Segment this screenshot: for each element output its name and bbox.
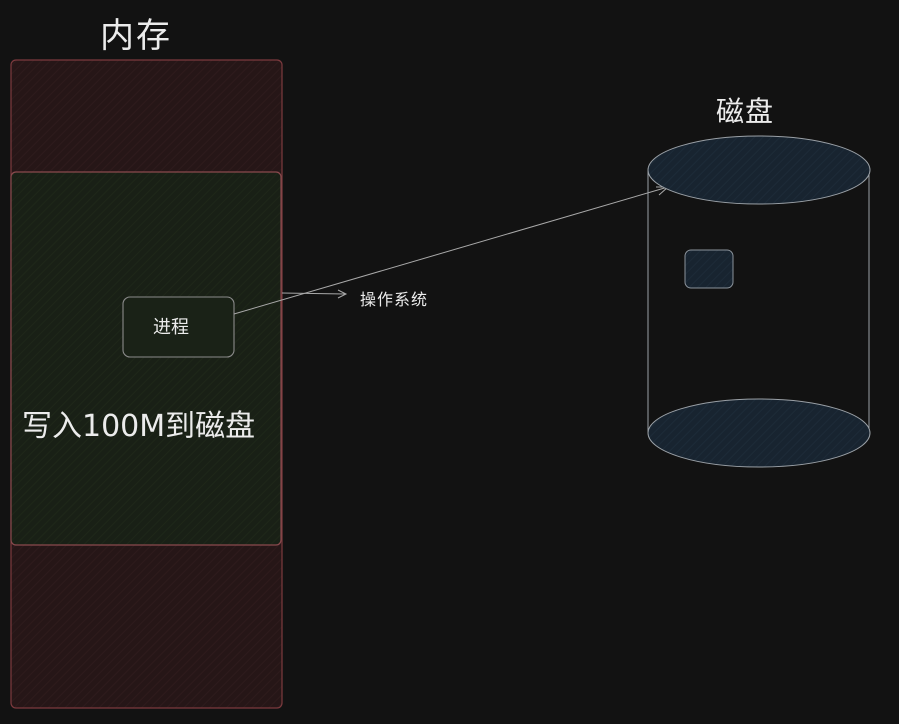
process-to-disk-arrow <box>233 186 670 315</box>
disk-title: 磁盘 <box>716 95 775 128</box>
disk-top <box>647 135 871 205</box>
process-region <box>10 171 282 546</box>
os-label: 操作系统 <box>360 290 429 309</box>
disk-bottom <box>647 398 871 468</box>
process-box <box>122 296 235 358</box>
write-caption: 写入100M到磁盘 <box>22 409 256 444</box>
disk-data-block <box>684 249 734 289</box>
disk-cylinder <box>647 135 871 468</box>
process-label: 进程 <box>153 317 189 338</box>
memory-title: 内存 <box>100 16 172 56</box>
os-arrow <box>281 289 348 299</box>
